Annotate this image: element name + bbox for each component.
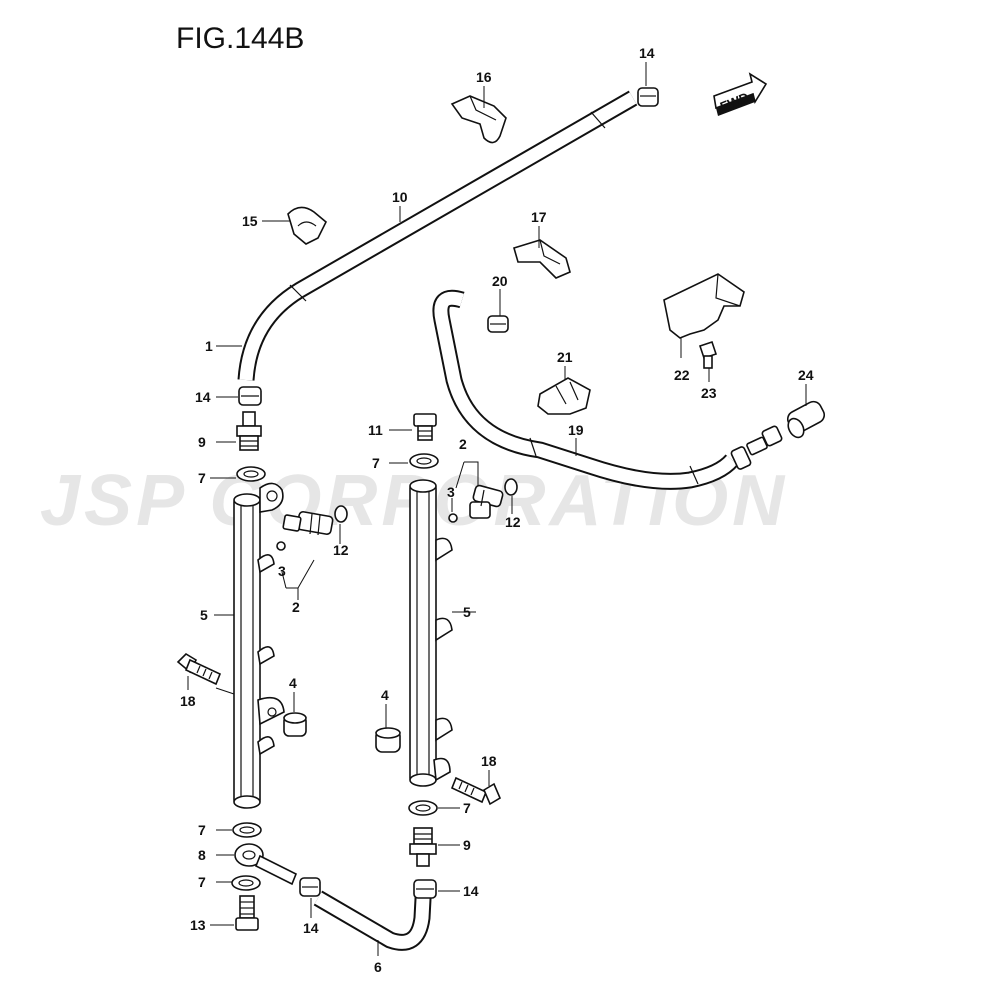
bolt-18-left (176, 652, 222, 686)
callout-3-right: 3 (447, 484, 455, 500)
fuel-rail-5-right (409, 479, 453, 787)
callout-9-upper: 9 (198, 434, 206, 450)
callout-15: 15 (242, 213, 258, 229)
spacer-4-left (283, 712, 307, 737)
callout-leaders (187, 62, 807, 956)
fwd-arrow-icon: FWD (713, 72, 768, 116)
callout-4-right: 4 (381, 687, 389, 703)
banjo-8 (234, 843, 298, 886)
hose-6 (313, 879, 433, 951)
clamp-14-bottom-left (299, 877, 321, 897)
callout-3-left: 3 (278, 563, 286, 579)
callout-24: 24 (798, 367, 814, 383)
callout-9-lower: 9 (463, 837, 471, 853)
bolt-11 (413, 413, 437, 441)
callout-22: 22 (674, 367, 690, 383)
pipe-24 (786, 400, 826, 439)
callout-labels: 14 16 10 15 17 20 1 21 22 24 14 23 11 19… (180, 45, 814, 975)
callout-6: 6 (374, 959, 382, 975)
washer-7-right-lower (408, 800, 438, 816)
callout-13: 13 (190, 917, 206, 933)
callout-14-left-upper: 14 (195, 389, 211, 405)
callout-7-right-lower: 7 (463, 800, 471, 816)
callout-5-left: 5 (200, 607, 208, 623)
clamp-20 (487, 315, 509, 333)
callout-7-right-upper: 7 (372, 455, 380, 471)
callout-5-right: 5 (463, 604, 471, 620)
callout-14-bottom-left: 14 (303, 920, 319, 936)
union-9-right-lower (409, 827, 437, 867)
injector-2-left (282, 511, 334, 536)
callout-16: 16 (476, 69, 492, 85)
washer-7-right-upper (409, 453, 439, 469)
callout-7-left-upper: 7 (198, 470, 206, 486)
callout-11: 11 (368, 422, 383, 438)
callout-1: 1 (205, 338, 213, 354)
clamp-14-top (637, 87, 659, 107)
callout-7-left-lower-b: 7 (198, 874, 206, 890)
callout-8: 8 (198, 847, 206, 863)
hose-connector-19 (730, 425, 783, 470)
bolt-23 (698, 340, 718, 369)
bracket-22 (663, 273, 745, 339)
injector-2-right (469, 484, 504, 519)
o-ring-12-right (504, 478, 518, 496)
callout-12-left: 12 (333, 542, 349, 558)
washer-7-left-lower-a (232, 822, 262, 838)
clamp-14-left-upper (238, 386, 262, 406)
o-ring-3-left (276, 541, 286, 551)
callout-20: 20 (492, 273, 508, 289)
o-ring-3-right (448, 513, 458, 523)
callout-2-right: 2 (459, 436, 467, 452)
hose-10 (237, 90, 638, 381)
hose-19 (432, 289, 739, 490)
callout-10: 10 (392, 189, 408, 205)
callout-23: 23 (701, 385, 717, 401)
callout-2-left: 2 (292, 599, 300, 615)
spacer-4-right (375, 727, 401, 753)
washer-7-left-upper (236, 466, 266, 482)
clamp-16 (450, 95, 507, 144)
callout-18-right: 18 (481, 753, 497, 769)
callout-7-left-lower-a: 7 (198, 822, 206, 838)
fuel-rail-5-left (233, 482, 285, 809)
clamp-14-bottom-right (413, 879, 437, 899)
callout-21: 21 (557, 349, 573, 365)
bolt-18-right (450, 776, 502, 806)
callout-4-left: 4 (289, 675, 297, 691)
callout-14: 14 (639, 45, 655, 61)
clamp-17 (513, 239, 571, 279)
union-9-left-upper (236, 411, 262, 451)
clamp-21 (537, 377, 591, 415)
figure-title: FIG.144B (176, 22, 304, 55)
clamp-15 (287, 206, 327, 245)
callout-19: 19 (568, 422, 584, 438)
callout-18-left: 18 (180, 693, 196, 709)
callout-17: 17 (531, 209, 547, 225)
callout-14-bottom-right: 14 (463, 883, 479, 899)
o-ring-12-left (334, 505, 348, 523)
washer-7-left-lower-b (231, 875, 261, 891)
callout-12-right: 12 (505, 514, 521, 530)
bolt-13 (235, 895, 259, 931)
